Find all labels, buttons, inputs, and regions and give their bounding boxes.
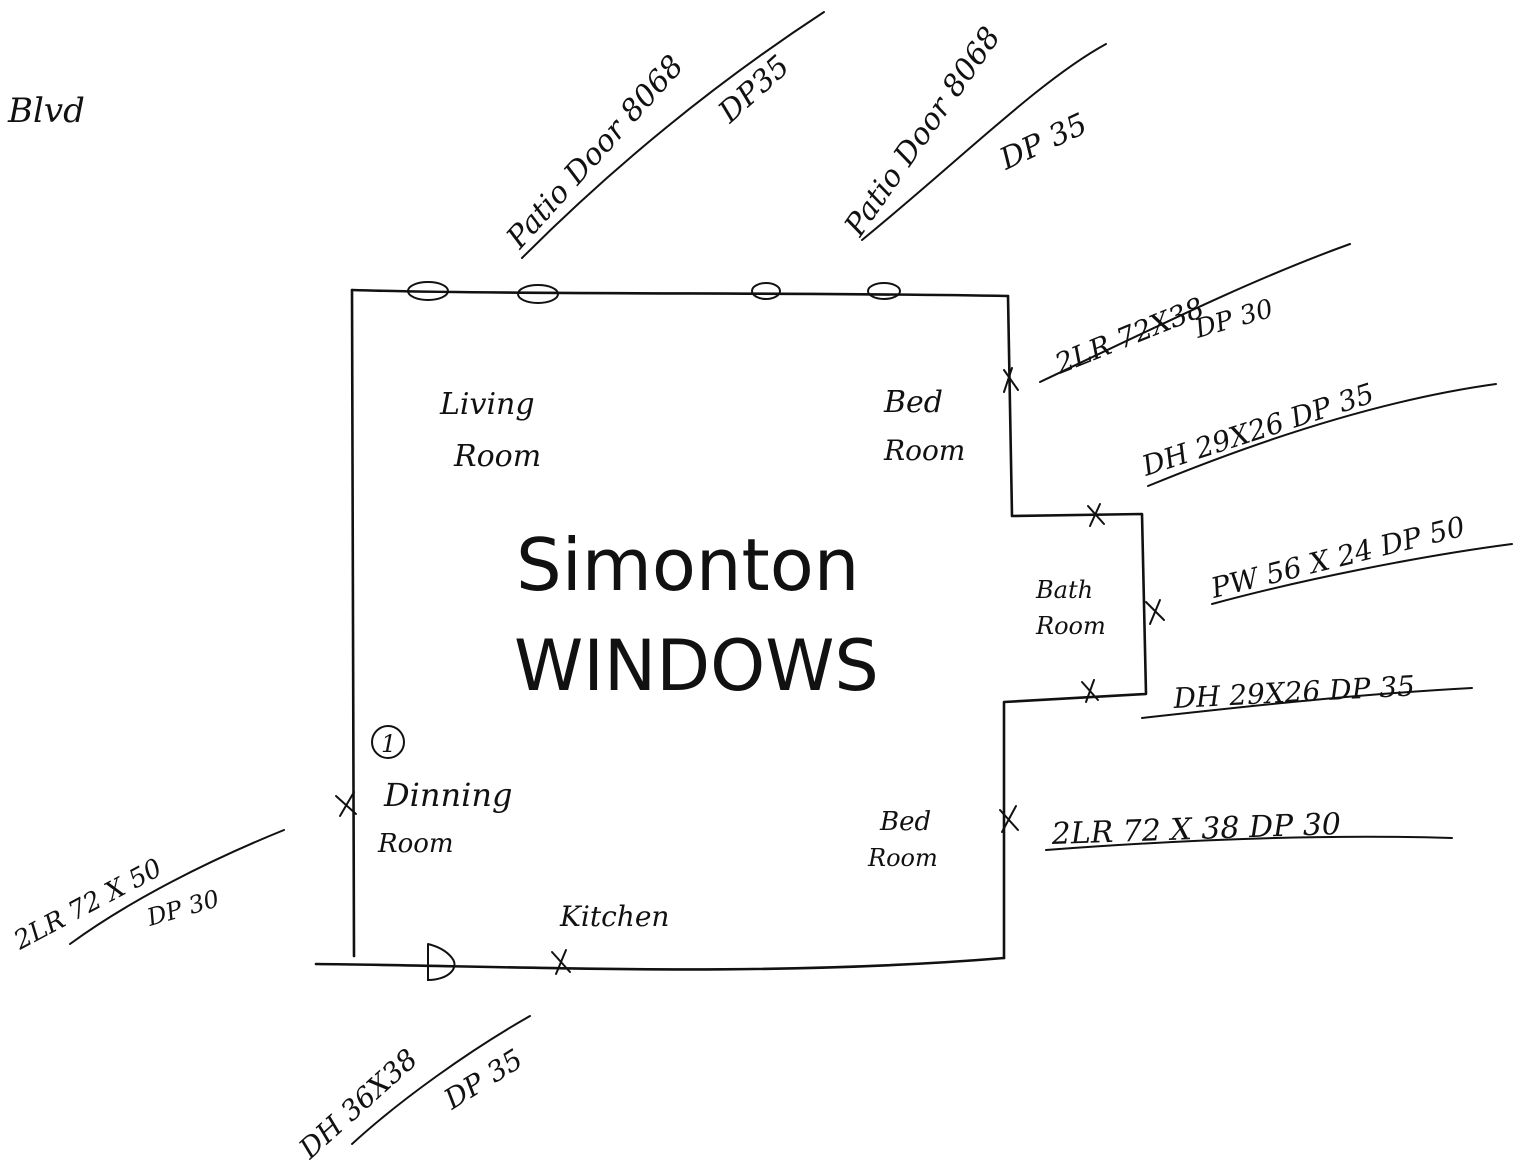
- room-bed-lower-label: Bed: [879, 807, 931, 837]
- patio-right-callout-dp: DP 35: [994, 107, 1093, 178]
- window-marks: [335, 367, 1165, 975]
- room-bed-upper-label-2: Room: [883, 434, 965, 467]
- bed-lower-callout: 2LR 72 X 38 DP 30: [1050, 807, 1341, 852]
- bed-upper-dh-callout: DH 29X26 DP 35: [1137, 377, 1378, 483]
- corner-note: Blvd: [7, 91, 85, 131]
- dining-marker-circle: [371, 725, 405, 759]
- dining-marker: 1: [381, 730, 396, 758]
- room-dining-label-2: Room: [377, 829, 454, 859]
- room-dining-label: Dinning: [383, 776, 512, 814]
- dining-callout-dp: DP 30: [143, 885, 222, 932]
- patio-right-callout: Patio Door 8068: [837, 21, 1008, 244]
- room-bed-lower-label-2: Room: [867, 844, 938, 872]
- room-bed-upper-label: Bed: [883, 385, 943, 420]
- callout-lines: [69, 11, 1513, 1145]
- room-living-label: Living: [439, 387, 535, 422]
- room-bath-label-2: Room: [1035, 612, 1106, 640]
- patio-left-callout: Patio Door 8068: [499, 49, 691, 256]
- room-living-label-2: Room: [453, 439, 541, 474]
- floor-plan-outline: [314, 288, 1148, 971]
- kitchen-callout: DH 36X38: [292, 1042, 424, 1166]
- room-kitchen-label: Kitchen: [559, 900, 669, 933]
- room-bath-label: Bath: [1035, 576, 1093, 604]
- bed-upper-callout-dp: DP 30: [1191, 294, 1277, 345]
- kitchen-callout-dp: DP 35: [437, 1042, 528, 1116]
- title-line-1: Simonton: [516, 523, 859, 607]
- bath-dh-callout: DH 29X26 DP 35: [1172, 669, 1416, 715]
- bed-upper-callout: 2LR 72X38: [1049, 291, 1208, 381]
- title-line-2: WINDOWS: [514, 625, 879, 707]
- door-symbol: [427, 943, 456, 982]
- patio-door-symbols: [407, 281, 901, 304]
